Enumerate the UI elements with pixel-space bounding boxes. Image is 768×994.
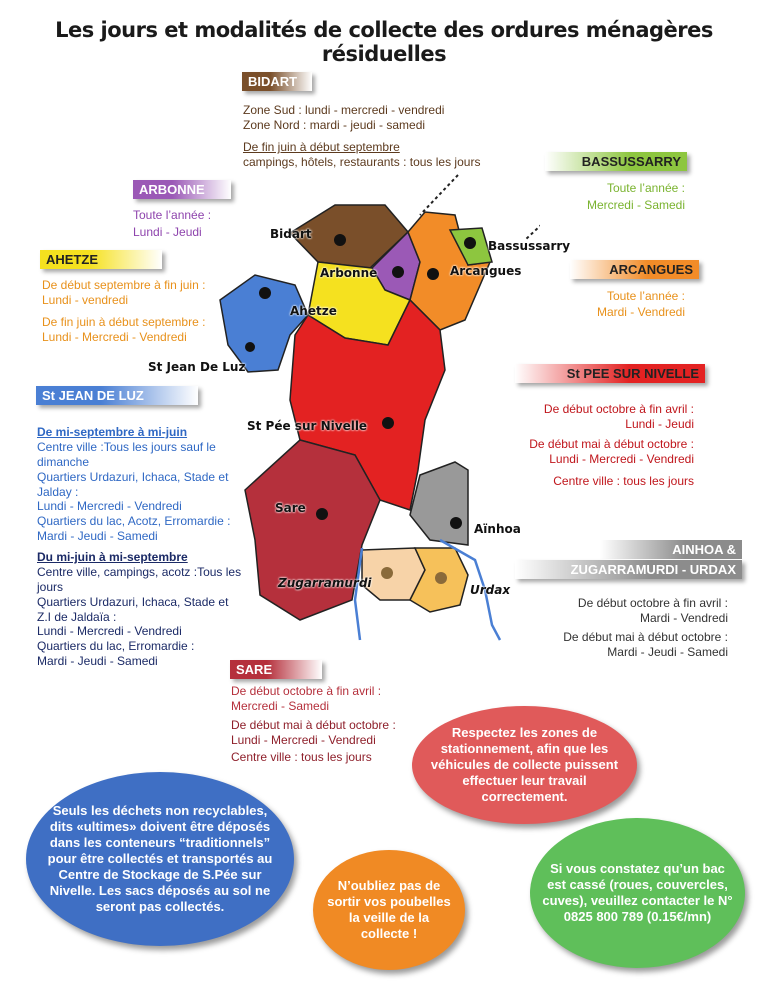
map-label-urdax: Urdax <box>470 583 511 597</box>
bassussarry-line1: Toute l’année : <box>606 181 685 195</box>
stjean-heading-1: De mi-septembre à mi-juin <box>37 425 188 439</box>
bidart-zone-sud: Zone Sud : lundi - mercredi - vendredi <box>243 103 445 117</box>
dot-zugarramurdi <box>381 567 393 579</box>
stjean-c1: Centre ville, campings, acotz :Tous les … <box>37 565 242 594</box>
page-title: Les jours et modalités de collecte des o… <box>55 18 713 66</box>
sare-line5: Centre ville : tous les jours <box>231 750 372 764</box>
bubble-ultimes-text: Seuls les déchets non recyclables, dits … <box>47 803 273 914</box>
bubble-bac: Si vous constatez qu’un bac est cassé (r… <box>530 818 745 968</box>
dot-arcangues <box>427 268 439 280</box>
arcangues-line1: Toute l’année : <box>606 289 685 303</box>
dot-bidart <box>334 234 346 246</box>
bubble-veille-text: N’oubliez pas de sortir vos poubelles la… <box>327 878 451 941</box>
stjean-c3: Lundi - Mercredi - Vendredi <box>37 624 182 638</box>
map-sare <box>244 439 381 621</box>
map-label-stpee: St Pée sur Nivelle <box>247 419 368 433</box>
stjean-b4: Quartiers du lac, Acotz, Erromardie : <box>37 514 231 528</box>
map-arcangues <box>407 211 492 331</box>
map-label-arbonne: Arbonne <box>320 266 378 280</box>
border-line-2 <box>353 547 364 641</box>
bidart-summer-heading: De fin juin à début septembre <box>243 140 400 154</box>
map-label-ainhoa: Aïnhoa <box>474 522 521 536</box>
map-label-arcangues: Arcangues <box>450 264 522 278</box>
dotted-pointer-bassussarry <box>524 224 540 241</box>
map-label-stjean: St Jean De Luz <box>148 360 246 374</box>
stjean-b2: Quartiers Urdazuri, Ichaca, Stade et Jal… <box>37 470 229 499</box>
map-label-ahetze: Ahetze <box>290 304 337 318</box>
tag-stpee: St PEE SUR NIVELLE <box>515 364 705 383</box>
sare-line3: De début mai à début octobre : <box>231 718 396 732</box>
bidart-zone-nord: Zone Nord : mardi - jeudi - samedi <box>243 118 426 132</box>
map-label-bassussarry: Bassussarry <box>488 239 571 253</box>
map-label-zugarramurdi: Zugarramurdi <box>278 576 372 590</box>
tag-ainhoa-2: ZUGARRAMURDI - URDAX <box>515 560 742 579</box>
stpee-line5: Centre ville : tous les jours <box>553 474 694 488</box>
dot-sare <box>316 508 328 520</box>
bubble-veille: N’oubliez pas de sortir vos poubelles la… <box>313 850 465 970</box>
ahetze-line1: De début septembre à fin juin : <box>42 278 206 292</box>
stjean-b1: Centre ville :Tous les jours sauf le dim… <box>37 440 216 469</box>
tag-bassussarry: BASSUSSARRY <box>545 152 687 171</box>
stpee-line2: Lundi - Jeudi <box>625 417 694 431</box>
sare-line2: Mercredi - Samedi <box>231 699 330 713</box>
ainhoa-line1: De début octobre à fin avril : <box>577 596 728 610</box>
ahetze-line3: De fin juin à début septembre : <box>42 315 206 329</box>
dot-stpee <box>382 417 394 429</box>
stjean-b3: Lundi - Mercredi - Vendredi <box>37 499 182 513</box>
ahetze-line4: Lundi - Mercredi - Vendredi <box>42 330 187 344</box>
bubble-bac-text: Si vous constatez qu’un bac est cassé (r… <box>542 861 733 924</box>
dot-arbonne <box>392 266 404 278</box>
bidart-summer-text: campings, hôtels, restaurants : tous les… <box>243 155 481 169</box>
tag-arbonne: ARBONNE <box>133 180 231 199</box>
ainhoa-line3: De début mai à début octobre : <box>563 630 728 644</box>
map-stjean <box>219 274 309 373</box>
sare-line4: Lundi - Mercredi - Vendredi <box>231 733 376 747</box>
border-line <box>439 538 502 641</box>
stpee-line4: Lundi - Mercredi - Vendredi <box>549 452 694 466</box>
map-label-sare: Sare <box>275 501 306 515</box>
stjean-heading-2: Du mi-juin à mi-septembre <box>37 550 188 564</box>
dot-ahetze <box>259 287 271 299</box>
map-label-bidart: Bidart <box>270 227 312 241</box>
stpee-line1: De début octobre à fin avril : <box>543 402 694 416</box>
bassussarry-line2: Mercredi - Samedi <box>586 198 685 212</box>
arcangues-line2: Mardi - Vendredi <box>596 305 685 319</box>
stjean-c2: Quartiers Urdazuri, Ichaca, Stade et Z.I… <box>37 595 229 624</box>
tag-arcangues: ARCANGUES <box>570 260 699 279</box>
tag-bidart: BIDART <box>242 72 312 91</box>
tag-sare: SARE <box>230 660 322 679</box>
stjean-c4: Quartiers du lac, Erromardie : <box>37 639 195 653</box>
bubble-ultimes: Seuls les déchets non recyclables, dits … <box>26 772 294 946</box>
dot-ainhoa <box>450 517 462 529</box>
dot-stjean <box>245 342 255 352</box>
dot-urdax <box>435 572 447 584</box>
arbonne-line1: Toute l’année : <box>133 208 212 222</box>
map-ainhoa <box>409 461 469 546</box>
tag-stjean: St JEAN DE LUZ <box>36 386 198 405</box>
ainhoa-line2: Mardi - Vendredi <box>639 611 728 625</box>
bubble-parking-text: Respectez les zones de stationnement, af… <box>430 725 619 804</box>
stjean-c5: Mardi - Jeudi - Samedi <box>37 654 158 668</box>
tag-ainhoa-1: AINHOA & <box>600 540 742 559</box>
stjean-b5: Mardi - Jeudi - Samedi <box>37 529 158 543</box>
arbonne-line2: Lundi - Jeudi <box>133 225 202 239</box>
sare-line1: De début octobre à fin avril : <box>231 684 382 698</box>
ainhoa-line4: Mardi - Jeudi - Samedi <box>607 645 728 659</box>
tag-ahetze: AHETZE <box>40 250 162 269</box>
bubble-parking: Respectez les zones de stationnement, af… <box>412 706 637 824</box>
ahetze-line2: Lundi - vendredi <box>42 293 129 307</box>
dot-bassussarry <box>464 237 476 249</box>
stpee-line3: De début mai à début octobre : <box>529 437 694 451</box>
dotted-pointer-bidart <box>419 174 459 216</box>
commune-map <box>219 174 540 641</box>
